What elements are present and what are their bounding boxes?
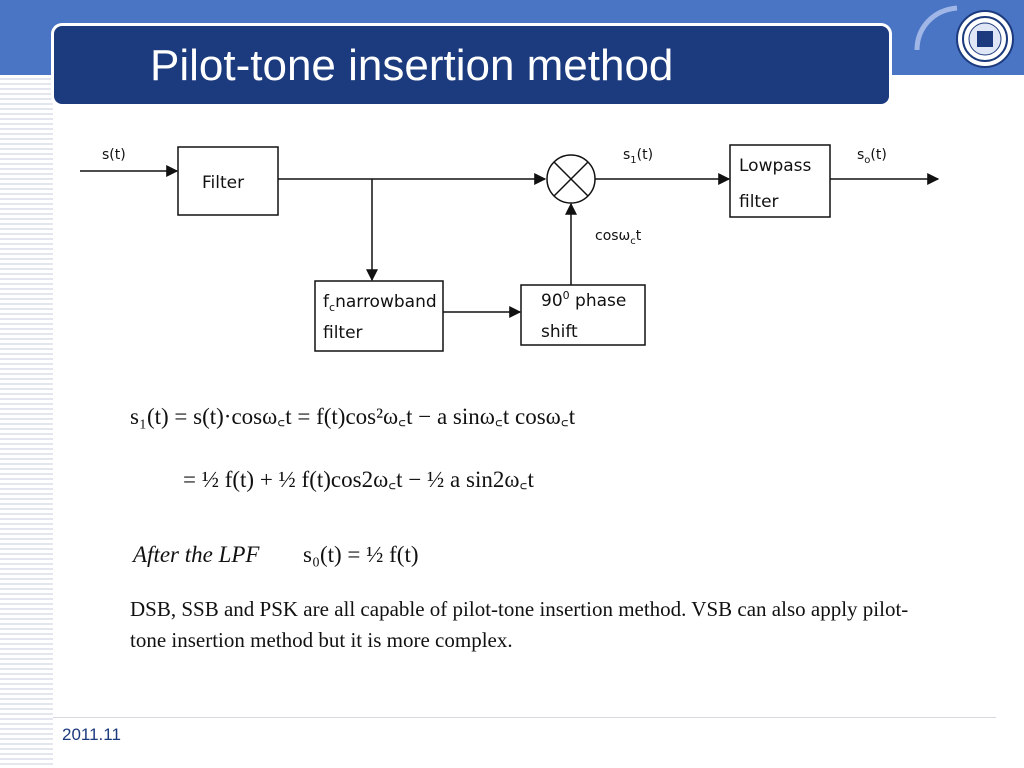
header-swoosh-decoration bbox=[914, 5, 958, 51]
equation-3: s₀(t) = ½ f(t) bbox=[303, 542, 419, 567]
description-text: DSB, SSB and PSK are all capable of pilo… bbox=[130, 597, 909, 652]
university-logo bbox=[956, 10, 1014, 68]
equation-block: s₁(t) = s(t)·cosω꜀t = f(t)cos²ω꜀t − a si… bbox=[130, 404, 576, 567]
title-bar: Pilot-tone insertion method bbox=[54, 26, 889, 104]
multiplier-symbol bbox=[546, 154, 596, 204]
narrowband-filter-block bbox=[314, 280, 444, 352]
output-signal-label: so(t) bbox=[857, 147, 887, 166]
narrowband-label-line2: filter bbox=[323, 323, 363, 343]
input-signal-label: s(t) bbox=[102, 147, 126, 163]
left-stripe-decoration bbox=[0, 75, 53, 768]
filter-label: Filter bbox=[202, 173, 244, 193]
footer-divider bbox=[53, 717, 996, 718]
lowpass-label-line1: Lowpass bbox=[739, 156, 812, 176]
lowpass-label-line2: filter bbox=[739, 192, 779, 212]
equation-2: = ½ f(t) + ½ f(t)cos2ω꜀t − ½ a sin2ω꜀t bbox=[183, 467, 534, 492]
equation-1: s₁(t) = s(t)·cosω꜀t = f(t)cos²ω꜀t − a si… bbox=[130, 404, 576, 429]
phase-shift-label-line2: shift bbox=[541, 322, 578, 342]
carrier-label: cosωct bbox=[595, 228, 642, 247]
footer-date: 2011.11 bbox=[62, 725, 121, 744]
phase-shift-block bbox=[520, 284, 646, 346]
filter-block bbox=[177, 146, 279, 216]
lpf-label: After the LPF bbox=[131, 542, 260, 567]
lowpass-filter-block bbox=[729, 144, 831, 218]
phase-shift-label-line1: 900 phase bbox=[541, 289, 626, 311]
s1-label: s1(t) bbox=[623, 147, 653, 166]
narrowband-label-line1: fcnarrowband bbox=[323, 292, 437, 314]
block-diagram: s(t) Filter s1(t) Lowpass filter so(t) c… bbox=[80, 144, 940, 352]
slide-title: Pilot-tone insertion method bbox=[150, 41, 674, 90]
